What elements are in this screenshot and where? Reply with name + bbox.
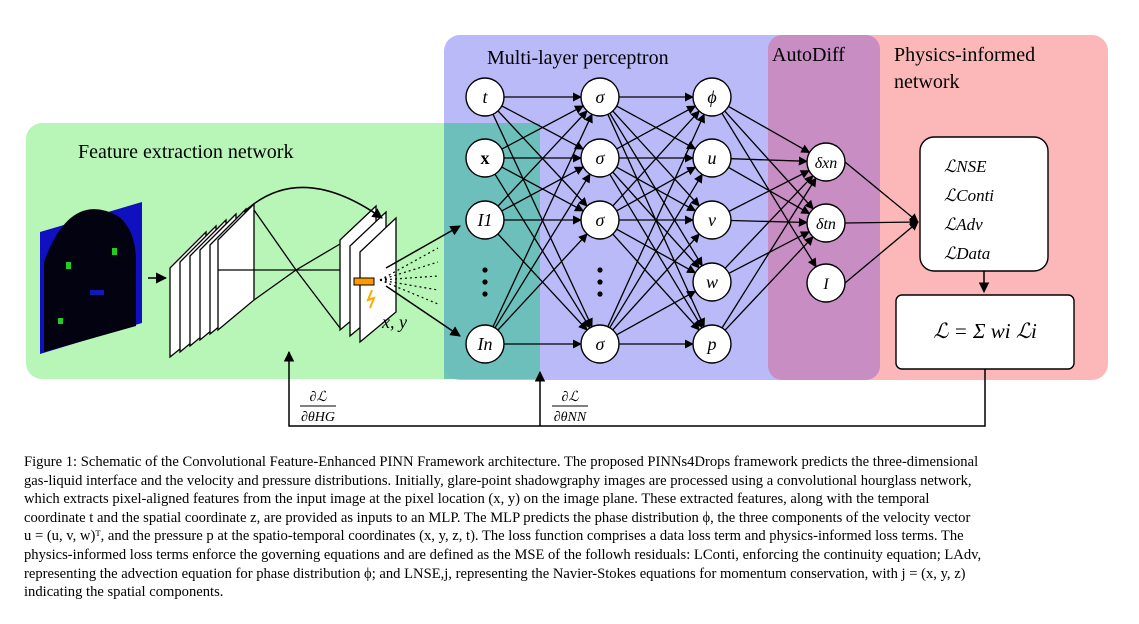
output-node-label: w [706, 272, 718, 292]
loss-term: ℒAdv [944, 215, 983, 234]
autodiff-node-label: I [822, 276, 829, 293]
input-node-label: x [481, 148, 490, 168]
input-node-label: I1 [477, 210, 493, 230]
autodiff-node [806, 203, 846, 243]
caption-line: coordinate t and the spatial coordinate … [24, 509, 971, 526]
pixel-feature-marker [353, 247, 439, 309]
input-node-label: In [477, 334, 493, 354]
svg-text:∂ℒ: ∂ℒ [309, 390, 327, 405]
input-node [465, 324, 505, 364]
convolutional-hourglass-network [169, 202, 397, 359]
hidden-node [580, 77, 620, 117]
caption-line: physics-informed loss terms enforce the … [24, 546, 982, 563]
output-node [692, 138, 732, 178]
autodiff-title: AutoDiff [772, 44, 845, 66]
autodiff-node [806, 142, 846, 182]
physics-title-line2: network [894, 71, 960, 93]
gradient-feedback-lines [283, 350, 986, 427]
figure-caption: Figure 1: Schematic of the Convolutional… [24, 453, 1110, 602]
output-node-label: u [708, 148, 717, 168]
feature-extraction-title: Feature extraction network [78, 141, 293, 163]
autodiff-node-label: δtn [816, 216, 836, 233]
output-node-label: v [708, 210, 716, 230]
hidden-node [580, 200, 620, 240]
hidden-node [580, 138, 620, 178]
input-node-label: t [482, 87, 488, 107]
output-node-label: ϕ [707, 87, 716, 107]
svg-text:∂θNN: ∂θNN [554, 410, 587, 425]
caption-line: representing the advection equation for … [24, 565, 966, 582]
hidden-node-label: σ [596, 87, 606, 107]
autodiff-node [806, 263, 846, 303]
physics-title-line1: Physics-informed [894, 44, 1035, 66]
input-node [465, 138, 505, 178]
hidden-node-label: σ [596, 334, 606, 354]
hidden-ellipsis [597, 267, 603, 297]
mlp-connections [492, 92, 919, 349]
input-node [465, 200, 505, 240]
pinn-architecture-diagram: Feature extraction network Multi-layer p… [26, 35, 1108, 427]
output-node [692, 324, 732, 364]
output-node [692, 200, 732, 240]
mlp-title: Multi-layer perceptron [487, 47, 669, 69]
caption-line: gas-liquid interface and the velocity an… [24, 472, 972, 489]
pixel-coordinate-label: x, y [381, 312, 407, 332]
input-shadowgraphy-image [40, 202, 142, 354]
hidden-node-label: σ [596, 148, 606, 168]
loss-term: ℒNSE [944, 157, 987, 176]
hidden-node-label: σ [596, 210, 606, 230]
caption-line: which extracts pixel-aligned features fr… [24, 491, 930, 508]
gradient-hg-label: ∂ℒ ∂θHG [300, 390, 336, 425]
loss-term: ℒConti [944, 186, 994, 205]
output-node [692, 77, 732, 117]
caption-line: indicating the spatial components. [24, 584, 224, 601]
loss-term: ℒData [944, 244, 990, 263]
gradient-nn-label: ∂ℒ ∂θNN [552, 390, 588, 425]
output-node [692, 262, 732, 302]
input-node [465, 77, 505, 117]
svg-text:∂θHG: ∂θHG [301, 410, 335, 425]
total-loss-formula: ℒ = Σ wi ℒi [933, 319, 1037, 343]
caption-line: u = (u, v, w)ᵀ, and the pressure p at th… [24, 528, 964, 545]
caption-line: Figure 1: Schematic of the Convolutional… [24, 454, 979, 470]
input-ellipsis [482, 267, 488, 297]
output-node-label: p [706, 334, 717, 354]
hidden-node [580, 324, 620, 364]
svg-text:∂ℒ: ∂ℒ [561, 390, 579, 405]
autodiff-node-label: δxn [815, 155, 838, 172]
